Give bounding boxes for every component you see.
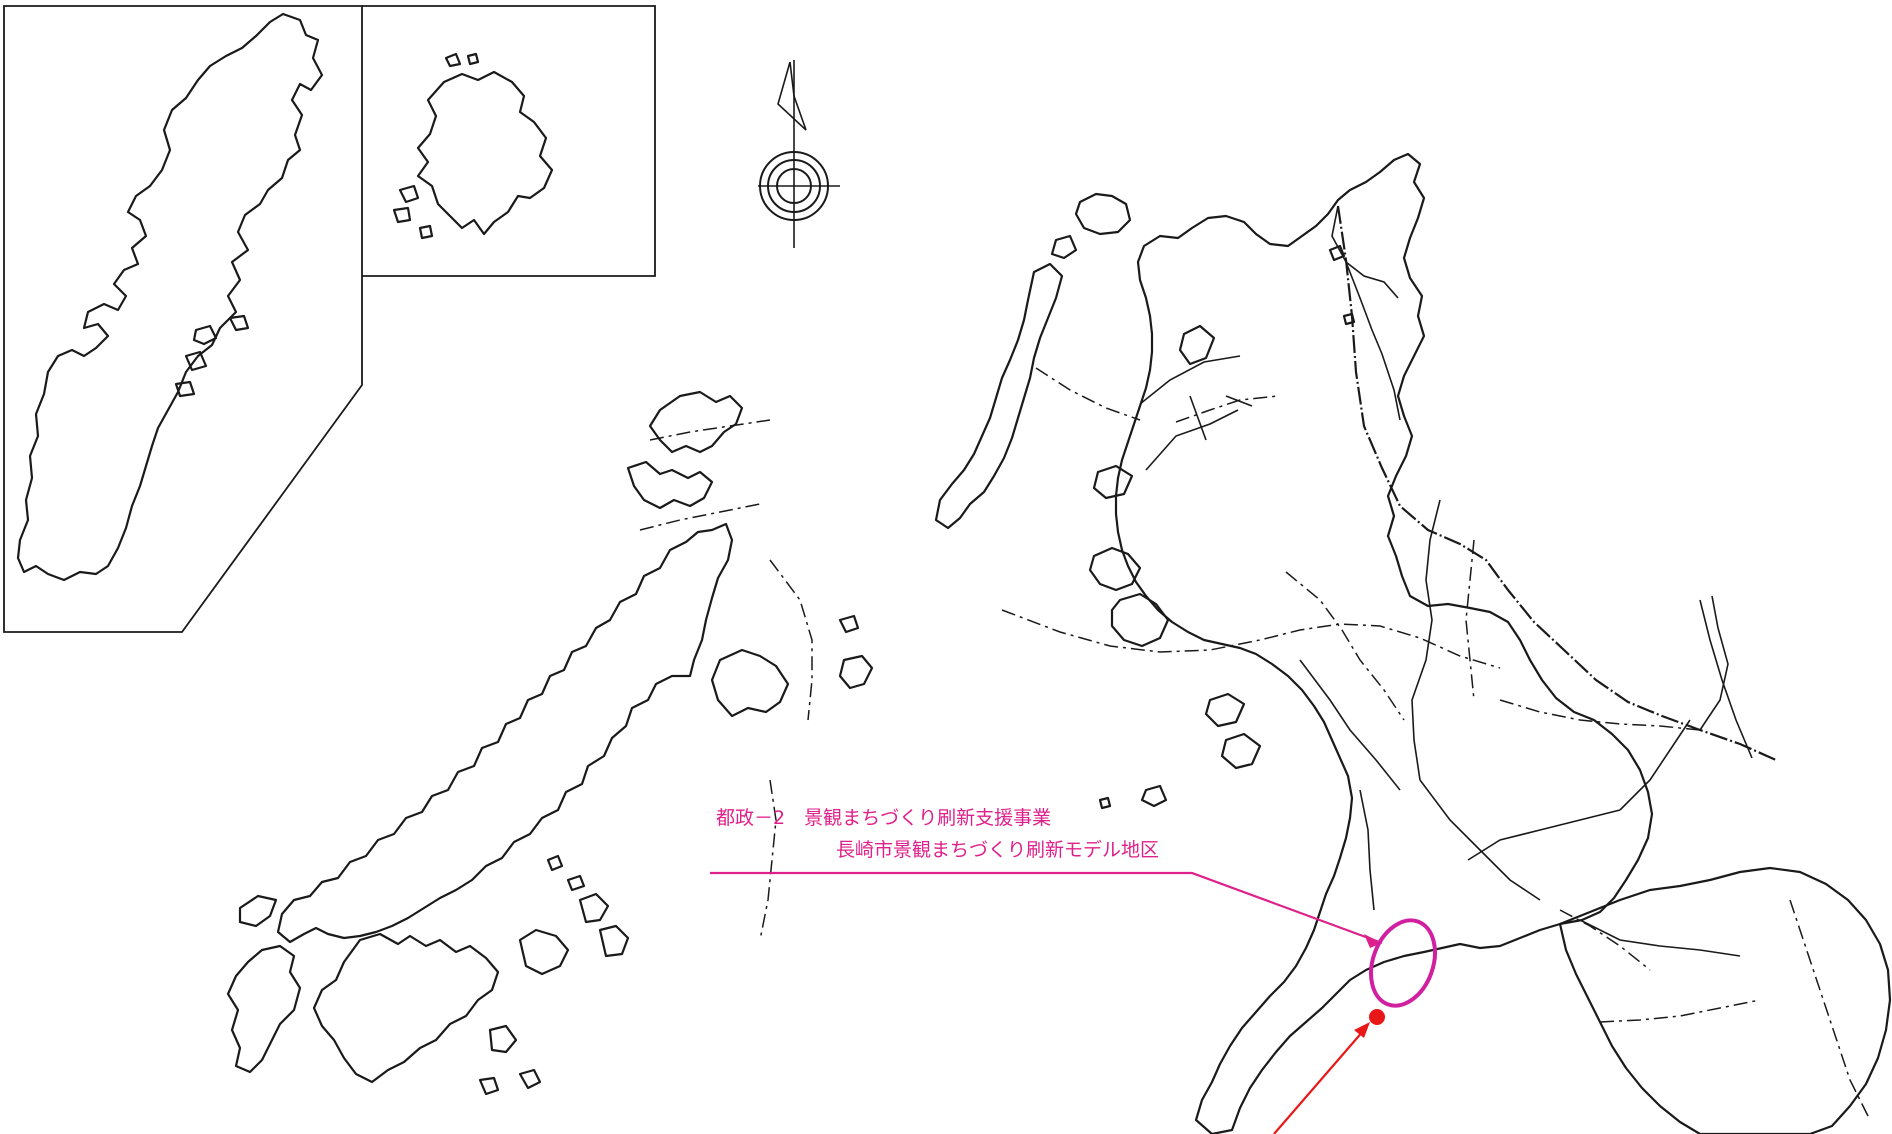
- inset-island-iki: [416, 70, 554, 236]
- district-ellipse-icon: [1369, 918, 1437, 1008]
- annotation-title: 都政－2 景観まちづくり刷新支援事業: [716, 807, 1052, 829]
- goto-islands: [226, 390, 874, 1096]
- annotation-subtitle: 長崎市景観まちづくり刷新モデル地区: [836, 839, 1160, 861]
- eastern-peninsula: [1558, 866, 1892, 1134]
- location-dot-icon: [1369, 1009, 1385, 1025]
- roads-and-boundaries: [639, 205, 1871, 1121]
- north-arrow-icon: [758, 60, 840, 248]
- annotation-leader: [710, 871, 1383, 948]
- inset-frames: [3, 5, 656, 633]
- mainland: [934, 152, 1654, 1134]
- location-arrow: [1273, 1022, 1370, 1134]
- inset-island-tsushima: [16, 12, 324, 582]
- inset-iki-islets: [392, 52, 480, 240]
- inset-island-tsushima-islets: [174, 314, 250, 398]
